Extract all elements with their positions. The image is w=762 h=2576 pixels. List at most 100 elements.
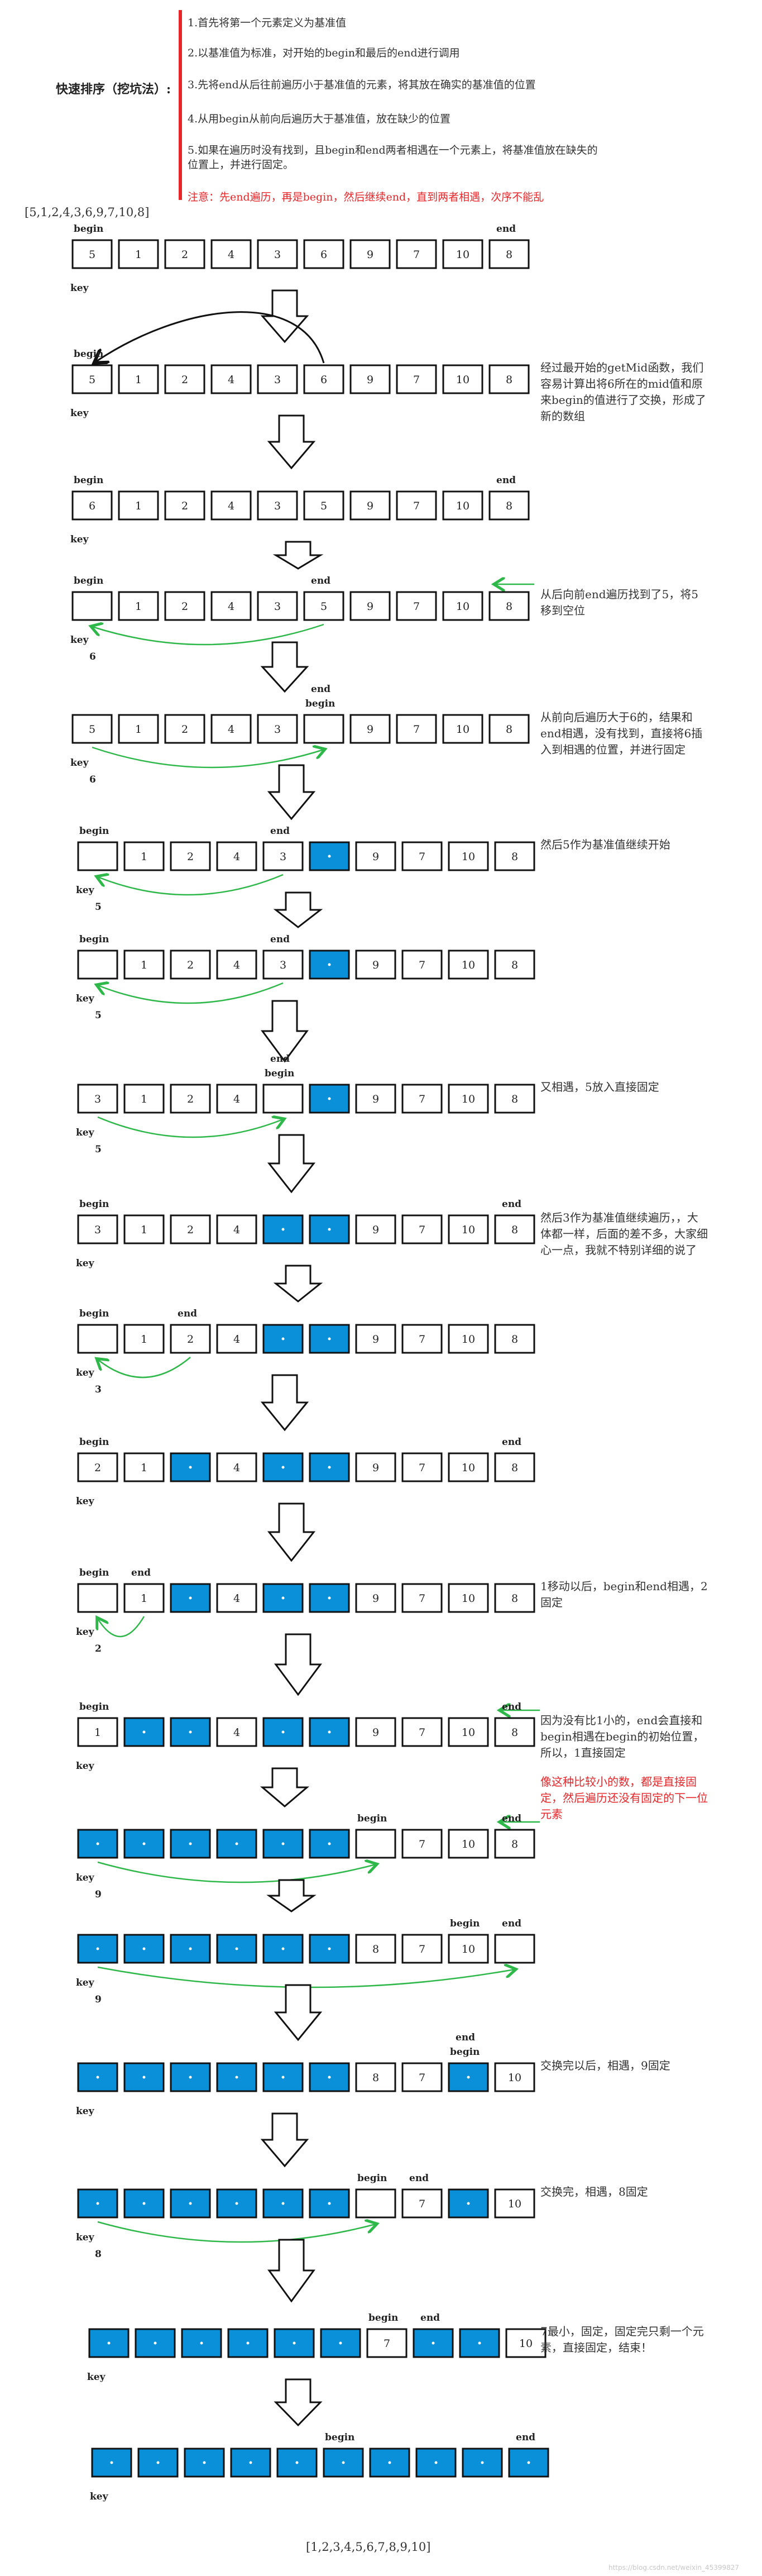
- array-cell: [396, 239, 437, 269]
- cell-value: 2: [181, 374, 188, 386]
- cell-value: 8: [511, 1224, 518, 1236]
- array-cell: [257, 714, 298, 744]
- array-cell: [123, 1324, 165, 1354]
- cell-value: 4: [228, 374, 234, 386]
- array-cell: [123, 1452, 165, 1482]
- fixed-dot: [467, 2076, 470, 2079]
- key-label: key: [87, 2372, 106, 2383]
- cell-value: 7: [419, 1592, 425, 1605]
- array-cell: [210, 591, 252, 621]
- array-cell: [355, 950, 396, 980]
- cell-value: 4: [228, 723, 234, 736]
- cell-value: 8: [511, 1093, 518, 1105]
- fixed-dot: [189, 1947, 192, 1950]
- fixed-dot: [96, 1947, 99, 1950]
- fixed-dot: [189, 1596, 192, 1600]
- array-cell-fixed: [216, 2062, 257, 2092]
- cell-value: 1: [135, 500, 142, 512]
- array-cell: [170, 841, 211, 871]
- fixed-dot: [339, 2341, 342, 2345]
- key-label: key: [76, 2106, 94, 2117]
- cell-value: 7: [413, 249, 420, 261]
- key-label: key: [76, 1872, 94, 1883]
- key-label: key: [70, 283, 89, 294]
- array-cell-fixed: [309, 841, 350, 871]
- fixed-dot: [328, 963, 331, 966]
- end-marker: end: [516, 2432, 536, 2443]
- begin-marker: begin: [79, 1701, 109, 1712]
- cell-value: 4: [233, 1462, 240, 1474]
- array-cell-fixed: [262, 2188, 304, 2219]
- array-cell: [303, 364, 344, 394]
- array-cell: [210, 364, 252, 394]
- fixed-dot: [107, 2341, 111, 2345]
- array-cell-fixed: [77, 2062, 118, 2092]
- step-note: 然后5作为基准值继续开始: [540, 838, 670, 851]
- fixed-dot: [154, 2341, 157, 2345]
- step-down-arrow: [260, 1767, 310, 1807]
- cell-value: 5: [89, 374, 95, 386]
- cell-value: 10: [508, 2198, 521, 2210]
- array-cell: [349, 714, 391, 744]
- array-cell-empty: [355, 1829, 396, 1859]
- array-cell: [118, 591, 159, 621]
- array-cell: [355, 1934, 396, 1964]
- array-cell-fixed: [309, 1829, 350, 1859]
- cell-value: 5: [320, 600, 327, 613]
- key-value: 8: [95, 2249, 102, 2260]
- array-cell: [355, 1324, 396, 1354]
- step-note-red: 像这种比较小的数，都是直接固定，然后遍历还没有固定的下一位元素: [540, 1775, 708, 1821]
- begin-marker: begin: [79, 934, 109, 945]
- array-cell: [448, 1324, 489, 1354]
- cell-value: 10: [462, 1462, 475, 1474]
- move-arrow: [98, 983, 284, 1004]
- array-cell: [488, 490, 530, 521]
- array-cell: [262, 841, 304, 871]
- fixed-dot: [235, 2076, 238, 2079]
- begin-marker: begin: [74, 223, 104, 235]
- cell-value: 4: [228, 600, 234, 613]
- begin-marker: begin: [450, 2047, 480, 2058]
- step-down-arrow: [274, 2378, 323, 2427]
- cell-value: 2: [187, 1224, 194, 1236]
- cell-value: 7: [419, 1838, 425, 1850]
- cell-value: 3: [280, 959, 286, 971]
- array-cell: [488, 714, 530, 744]
- fixed-dot: [200, 2341, 203, 2345]
- array-cell-fixed: [227, 2328, 269, 2358]
- fixed-dot: [281, 1337, 285, 1341]
- array-cell: [303, 591, 344, 621]
- array-cell-fixed: [369, 2448, 410, 2478]
- array-cell: [494, 1829, 535, 1859]
- cell-value: 7: [419, 1943, 425, 1955]
- array-cell-empty: [71, 591, 113, 621]
- diagram-heading: 快速排序（挖坑法）:: [56, 82, 171, 97]
- cell-value: 8: [506, 723, 512, 736]
- array-cell-fixed: [77, 1829, 118, 1859]
- array-cell-fixed: [309, 1717, 350, 1747]
- cell-value: 7: [413, 600, 420, 613]
- cell-value: 1: [135, 600, 142, 613]
- key-value: 9: [95, 1889, 102, 1900]
- key-label: key: [76, 1127, 94, 1138]
- begin-marker: begin: [79, 1437, 109, 1448]
- step-down-arrow: [273, 1265, 323, 1303]
- array-cell-fixed: [170, 1829, 211, 1859]
- array-cell: [71, 364, 113, 394]
- cell-value: 1: [141, 959, 147, 971]
- array-cell: [216, 1214, 257, 1244]
- array-cell: [396, 364, 437, 394]
- end-marker: end: [456, 2032, 476, 2043]
- fixed-dot: [110, 2461, 113, 2464]
- array-cell-fixed: [184, 2448, 225, 2478]
- array-cell: [396, 714, 437, 744]
- end-marker: end: [420, 2312, 440, 2324]
- array-cell: [448, 1717, 489, 1747]
- cell-value: 9: [372, 1093, 379, 1105]
- begin-marker: begin: [450, 1918, 480, 1929]
- array-cell: [123, 1084, 165, 1114]
- array-cell: [303, 239, 344, 269]
- step-down-arrow: [267, 764, 316, 820]
- cell-value: 10: [456, 500, 469, 512]
- array-cell-fixed: [262, 1324, 304, 1354]
